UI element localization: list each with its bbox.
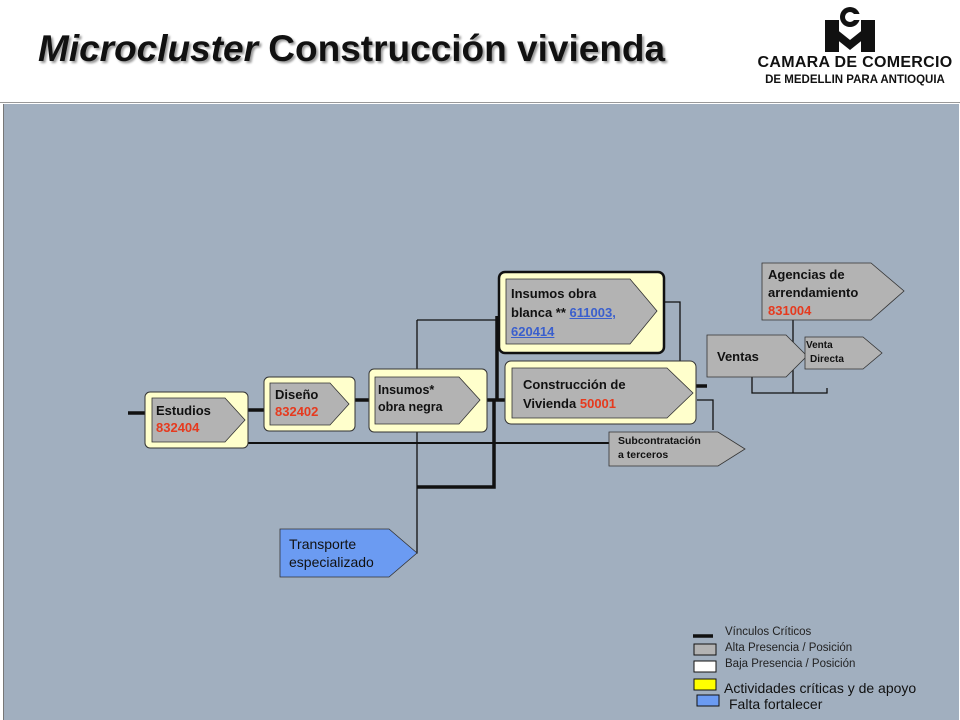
critical-link-bottom-loop [417,400,496,489]
chamber-logo-mark [825,7,875,52]
legend-falta-swatch [696,694,720,707]
insumos-negra-arrow [374,376,481,425]
logo-line-1: CAMARA DE COMERCIO [757,54,953,71]
legend-falta: Falta fortalecer [729,696,823,712]
page-title: Microcluster Construcción vivienda [38,28,665,70]
insumos-blanca-line1: Insumos obra [511,286,597,301]
insumos-blanca-code1-link[interactable]: 611003, [569,305,616,320]
insumos-blanca-node: Insumos obra blanca ** 611003, 620414 [511,284,616,341]
construccion-node: Construcción de Vivienda 50001 [523,375,626,413]
transporte-arrow [279,528,418,578]
insumos-negra-node: Insumos* obra negra [378,382,443,416]
construccion-line1: Construcción de [523,377,626,392]
insumos-blanca-code2-link[interactable]: 620414 [511,324,555,339]
title-italic: Microcluster [38,28,259,69]
ventas-label: Ventas [717,349,759,364]
title-rest: Construcción vivienda [268,28,666,69]
header-divider [0,102,960,103]
ventas-arrow [706,334,808,378]
construccion-code: 50001 [579,396,617,411]
agencias-line1: Agencias de [768,267,845,282]
agencias-code: 831004 [768,303,812,318]
legend-actividades: Actividades críticas y de apoyo [724,680,917,696]
venta-directa-arrow [804,336,883,370]
estudios-arrow [151,397,246,443]
legend-baja: Baja Presencia / Posición [725,658,856,670]
insumos-blanca-line2: blanca ** [511,305,566,320]
link-ventas-venta-directa [751,375,828,394]
link-construccion-subcontratacion [697,399,714,430]
subcontratacion-line1: Subcontratación [618,435,701,447]
link-blanca-right [664,301,681,362]
agencias-arrow [761,262,905,321]
construccion-arrow [511,367,694,419]
estudios-code: 832404 [156,420,200,435]
transporte-node: Transporte especializado [289,535,374,571]
diseno-arrow [269,382,350,426]
diseno-node: Diseño 832402 [275,386,318,420]
venta-directa-line1: Venta [806,340,833,351]
legend-alta: Alta Presencia / Posición [725,642,853,654]
venta-directa-node: Venta Directa [806,339,844,367]
agencias-node: Agencias de arrendamiento 831004 [768,266,858,320]
legend-vinculos: Vínculos Críticos [725,626,812,638]
estudios-node: Estudios 832404 [156,402,211,436]
subcontratacion-arrow [608,431,746,467]
legend-actividades-swatch [693,678,717,691]
insumos-negra-line1: Insumos* [378,383,435,397]
link-blanca-down [412,320,418,554]
diseno-label: Diseño [275,387,319,402]
transporte-line2: especializado [289,554,374,570]
insumos-blanca-arrow [505,278,658,345]
estudios-label: Estudios [156,403,211,418]
subcontratacion-node: Subcontratación a terceros [618,434,701,462]
transporte-line1: Transporte [289,536,357,552]
logo-line-2: DE MEDELLIN PARA ANTIOQUIA [765,74,945,86]
legend-baja-swatch [693,660,717,673]
construccion-line2: Vivienda [523,396,577,411]
agencias-line2: arrendamiento [768,285,859,300]
subcontratacion-line2: a terceros [618,449,669,461]
chamber-logo: CAMARA DE COMERCIO DE MEDELLIN PARA ANTI… [755,6,955,96]
insumos-negra-line2: obra negra [378,400,443,414]
venta-directa-line2: Directa [810,354,844,365]
legend-alta-swatch [693,643,717,656]
diseno-code: 832402 [275,404,319,419]
